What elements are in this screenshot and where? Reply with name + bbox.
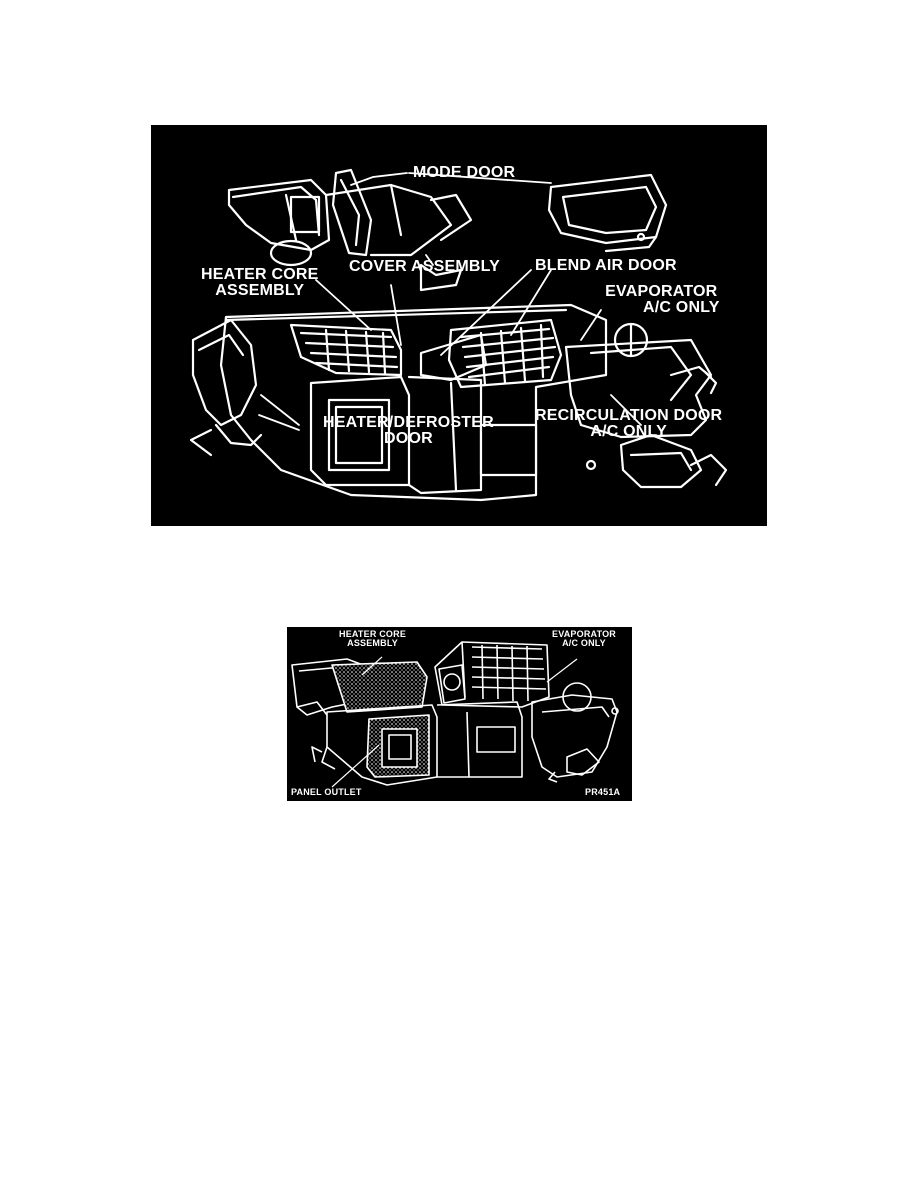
label2-evaporator-line1: EVAPORATOR: [552, 629, 617, 639]
label-cover-assembly-text: COVER ASSEMBLY: [349, 258, 500, 275]
label2-heater-core-line1: HEATER CORE: [339, 629, 407, 639]
label-recirculation-door: RECIRCULATION DOOR A/C ONLY: [535, 408, 722, 440]
label-blend-air-door: BLEND AIR DOOR: [535, 258, 677, 274]
label-evaporator-line2: A/C ONLY: [643, 299, 720, 316]
label2-panel-outlet: PANEL OUTLET: [291, 788, 362, 797]
label-heater-core-line1: HEATER CORE: [201, 266, 319, 283]
mode-door-panel: [331, 168, 373, 257]
left-outlet-tube: [191, 318, 258, 427]
label-blend-air-door-text: BLEND AIR DOOR: [535, 257, 677, 274]
main-housing: [219, 303, 608, 502]
hvac-housing-diagram-top: MODE DOOR COVER ASSEMBLY BLEND AIR DOOR …: [151, 125, 767, 526]
label-cover-assembly: COVER ASSEMBLY: [349, 259, 500, 275]
label2-heater-core-line2: ASSEMBLY: [347, 638, 398, 648]
label-heater-defroster-line2: DOOR: [384, 430, 433, 447]
hvac-housing-drawing-bottom: [291, 641, 619, 788]
label-evaporator: EVAPORATOR A/C ONLY: [603, 284, 720, 316]
label-heater-core-assembly: HEATER CORE ASSEMBLY: [201, 267, 318, 299]
label-mode-door: MODE DOOR: [413, 165, 515, 181]
label-heater-defroster-line1: HEATER/DEFROSTER: [323, 414, 494, 431]
heater-core: [289, 323, 403, 377]
right-panel-duct: [547, 173, 668, 245]
label2-panel-outlet-text: PANEL OUTLET: [291, 787, 362, 797]
hvac-housing-diagram-bottom: HEATER CORE ASSEMBLY EVAPORATOR A/C ONLY…: [287, 627, 632, 801]
figure-code: PR451A: [585, 788, 620, 797]
label-evaporator-line1: EVAPORATOR: [605, 283, 718, 300]
label-recirculation-line2: A/C ONLY: [590, 423, 667, 440]
blower-housing: [564, 338, 713, 439]
label2-evaporator: EVAPORATOR A/C ONLY: [552, 630, 616, 648]
evaporator-core: [447, 318, 563, 389]
hvac-housing-drawing-top: [189, 168, 728, 502]
figure-code-text: PR451A: [585, 787, 621, 797]
label-recirculation-line1: RECIRCULATION DOOR: [535, 407, 723, 424]
label2-heater-core-assembly: HEATER CORE ASSEMBLY: [339, 630, 406, 648]
label-mode-door-text: MODE DOOR: [413, 164, 516, 181]
label2-evaporator-line2: A/C ONLY: [562, 638, 606, 648]
label-heater-defroster-door: HEATER/DEFROSTER DOOR: [323, 415, 494, 447]
label-heater-core-line2: ASSEMBLY: [215, 282, 305, 299]
